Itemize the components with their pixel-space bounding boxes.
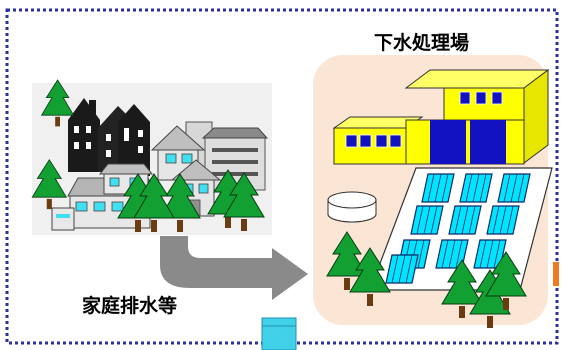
tank-panel <box>385 254 419 284</box>
flow-arrow <box>160 236 308 300</box>
tank-panel <box>410 205 444 235</box>
tank-panel <box>459 173 493 203</box>
town-illustration <box>31 79 269 233</box>
household-wastewater-label: 家庭排水等 <box>82 294 177 317</box>
tank-panel <box>486 205 520 235</box>
dark-buildings <box>68 98 150 176</box>
edge-marker <box>553 262 559 286</box>
bottom-cyan-box <box>261 317 297 350</box>
tank-panel <box>448 205 482 235</box>
plant-building-right <box>404 69 550 165</box>
sewage-plant-illustration <box>326 69 553 329</box>
tank-panel <box>421 173 455 203</box>
round-tank <box>327 191 377 223</box>
sewage-plant-label: 下水処理場 <box>374 31 469 54</box>
plant-building-left <box>332 116 424 165</box>
tank-panel <box>497 173 531 203</box>
